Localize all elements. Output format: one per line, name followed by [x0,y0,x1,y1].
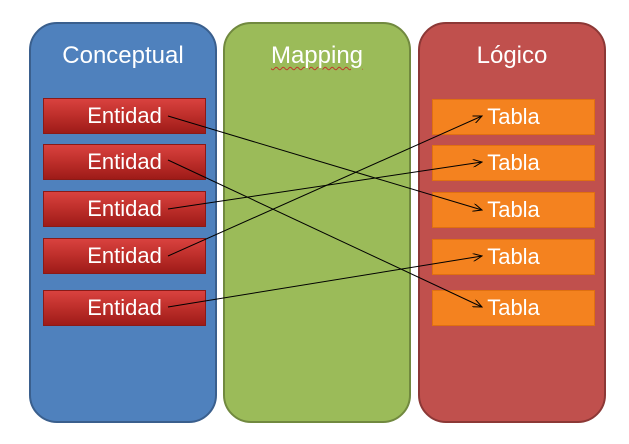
entidad-box-4: Entidad [43,238,206,274]
tabla-box-2: Tabla [432,145,595,181]
tabla-box-1: Tabla [432,99,595,135]
entidad-box-5: Entidad [43,290,206,326]
conceptual-title: Conceptual [62,42,184,69]
entidad-box-3: Entidad [43,191,206,227]
tabla-box-3: Tabla [432,192,595,228]
logico-title: Lógico [476,42,548,69]
entidad-box-1: Entidad [43,98,206,134]
tabla-box-4: Tabla [432,239,595,275]
mapping-column: Mapping [223,22,411,423]
mapping-title: Mapping [225,42,409,70]
tabla-box-5: Tabla [432,290,595,326]
mapping-title-text: Mapping [270,42,364,69]
entidad-box-2: Entidad [43,144,206,180]
